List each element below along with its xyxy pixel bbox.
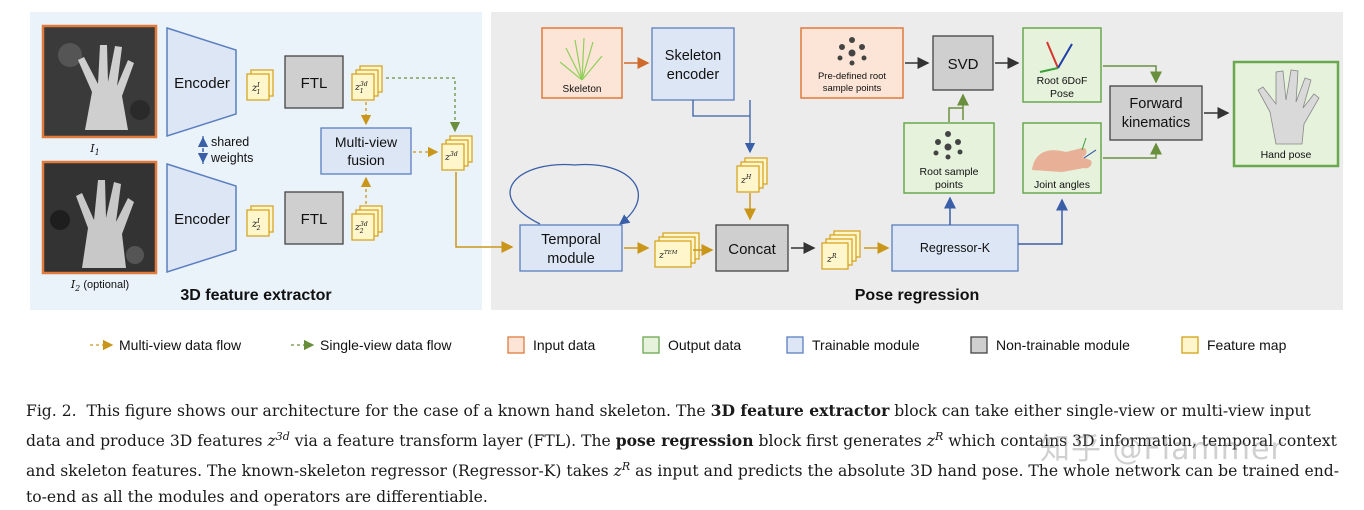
temporal-module	[519, 224, 623, 272]
legend-output-swatch	[642, 336, 660, 354]
legend-single-view: Single-view data flow	[320, 337, 452, 353]
regressor-k	[891, 224, 1019, 272]
skeleton-icon	[559, 37, 603, 81]
legend: Multi-view data flow Single-view data fl…	[90, 336, 1287, 354]
architecture-diagram: I1 I2 (optional) Encoder Encoder shared …	[30, 12, 1343, 354]
ftl-1-label: FTL	[301, 75, 328, 92]
svd-label: SVD	[948, 56, 979, 73]
joint-angles	[1022, 122, 1102, 194]
caption-bold-extractor: 3D feature extractor	[710, 401, 890, 420]
image-1-label: I1	[89, 142, 99, 157]
caption-math-zr-1: zR	[926, 430, 944, 451]
shared-weights-label-1: shared	[211, 135, 249, 149]
ftl-2-label: FTL	[301, 211, 328, 228]
fusion-label-1: Multi-view	[335, 134, 398, 150]
arrow-root-pose-to-fk	[1103, 65, 1162, 84]
axes-icon	[1039, 41, 1073, 73]
regression-title: Pose regression	[855, 287, 980, 304]
legend-trainable: Trainable module	[812, 337, 920, 353]
root-points-icon	[933, 131, 963, 160]
arrow-regressor-to-joint-angles	[1018, 198, 1068, 245]
arrow-single-view	[386, 77, 461, 133]
encoder-2-label: Encoder	[174, 211, 230, 228]
legend-multi-view: Multi-view data flow	[119, 337, 242, 353]
z-3d-label: z3d	[444, 151, 458, 163]
root-6dof-pose	[1022, 27, 1102, 103]
regressor-k-label: Regressor-K	[920, 241, 991, 255]
feature-z2-i	[246, 205, 274, 237]
fk-label-2: kinematics	[1122, 115, 1191, 131]
predefined-label-2: sample points	[823, 83, 882, 94]
root-sample-label-1: Root sample	[920, 166, 979, 178]
legend-input-swatch	[507, 336, 525, 354]
encoder-2	[166, 162, 237, 274]
legend-trainable-swatch	[786, 336, 804, 354]
caption-bold-regression: pose regression	[615, 431, 754, 451]
hand-angles-icon	[1032, 137, 1097, 172]
encoder-1	[166, 26, 237, 138]
figure-caption: Fig. 2. This figure shows our architectu…	[26, 401, 1340, 507]
image-2-label: I2 (optional)	[70, 278, 129, 293]
feature-z-r	[821, 230, 861, 270]
predefined-label-1: Pre-defined root	[818, 71, 886, 82]
encoder-1-label: Encoder	[174, 75, 230, 92]
predefined-points-icon	[837, 37, 867, 66]
concat	[715, 224, 789, 272]
multi-view-fusion	[320, 127, 412, 175]
feature-z-h	[736, 157, 768, 193]
arrow-z3d-to-temporal	[455, 172, 514, 253]
feature-z-3d	[441, 135, 473, 171]
root-pose-label-2: Pose	[1050, 88, 1074, 100]
forward-kinematics	[1109, 85, 1203, 141]
z-tem-label: zTEM	[658, 250, 678, 261]
skeleton-label: Skeleton	[563, 84, 602, 95]
feature-z1-3d	[351, 65, 383, 101]
caption-math-zr-2: zR	[613, 460, 631, 481]
svd	[932, 35, 994, 91]
feature-z1-i	[246, 69, 274, 101]
z-r-label: zR	[826, 253, 837, 265]
arrow-joint-angles-to-fk	[1103, 142, 1162, 159]
skeleton-encoder	[651, 27, 735, 101]
root-pose-label-1: Root 6DoF	[1037, 75, 1088, 87]
legend-non-trainable: Non-trainable module	[996, 337, 1130, 353]
caption-fig-label: Fig. 2.	[26, 402, 77, 420]
skeleton-encoder-label-1: Skeleton	[665, 48, 721, 64]
fusion-label-2: fusion	[347, 152, 384, 168]
ftl-1	[284, 55, 344, 109]
skeleton-input	[541, 27, 623, 99]
temporal-label-2: module	[547, 251, 595, 267]
legend-feature-swatch	[1181, 336, 1199, 354]
legend-non-trainable-swatch	[970, 336, 988, 354]
input-image-2	[41, 160, 158, 275]
input-image-1	[41, 24, 158, 139]
concat-label: Concat	[728, 241, 776, 258]
feature-z2-3d	[351, 205, 383, 241]
hand-pose-label: Hand pose	[1261, 149, 1312, 161]
legend-output: Output data	[668, 337, 741, 353]
caption-math-z3d: z3d	[267, 430, 290, 451]
temporal-loop-arrow	[509, 163, 639, 225]
shared-weights-label-2: weights	[210, 151, 253, 165]
joint-angles-label: Joint angles	[1034, 179, 1090, 191]
temporal-label-1: Temporal	[541, 232, 601, 248]
hand-mesh-icon	[1257, 69, 1320, 145]
ftl-2	[284, 191, 344, 245]
feature-z-tem	[654, 232, 700, 268]
z-h-label: zH	[740, 174, 752, 186]
root-sample-label-2: points	[935, 179, 963, 191]
watermark: 知乎 @Flammer	[1040, 432, 1284, 467]
skeleton-encoder-label-2: encoder	[667, 67, 720, 83]
fk-label-1: Forward	[1129, 96, 1182, 112]
legend-input: Input data	[533, 337, 595, 353]
extractor-title: 3D feature extractor	[180, 287, 331, 304]
legend-feature-map: Feature map	[1207, 337, 1287, 353]
